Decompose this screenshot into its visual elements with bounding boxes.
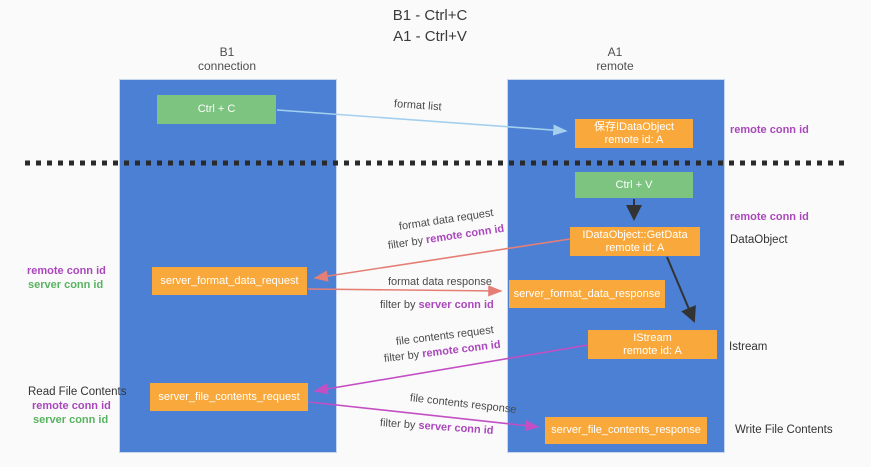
node-istream-line1: IStream [633, 331, 672, 344]
right-label-dataobject: DataObject [730, 234, 788, 246]
node-server-format-data-response: server_format_data_response [509, 280, 665, 308]
left-label-remote-conn-id-top: remote conn id [27, 265, 106, 277]
node-save-idataobject-line2: remote id: A [604, 133, 664, 146]
filter-by-text: filter by [383, 348, 420, 365]
diagram-title: B1 - Ctrl+C A1 - Ctrl+V [0, 5, 860, 47]
right-column-header: A1 remote [555, 45, 675, 73]
node-ctrl-c-label: Ctrl + C [197, 103, 236, 115]
title-line-2: A1 - Ctrl+V [393, 28, 467, 45]
node-server-file-contents-response: server_file_contents_response [545, 417, 707, 444]
node-server-file-contents-request-label: server_file_contents_request [158, 390, 300, 403]
left-column-name: B1 [219, 45, 235, 59]
node-ctrl-v-label: Ctrl + V [615, 178, 653, 191]
node-ctrl-c: Ctrl + C [157, 95, 276, 124]
edge-label-format-list: format list [393, 98, 442, 114]
node-server-file-contents-response-label: server_file_contents_response [551, 424, 701, 436]
filter-by-text: filter by [380, 299, 416, 311]
right-column-role: remote [596, 59, 634, 73]
left-column-role: connection [197, 59, 257, 73]
node-save-idataobject: 保存IDataObject remote id: A [575, 119, 693, 148]
node-istream: IStream remote id: A [588, 330, 717, 359]
edge-label-format-data-response: format data response [388, 276, 492, 288]
right-label-remote-conn-id-mid: remote conn id [730, 211, 809, 223]
node-idataobject-getdata: IDataObject::GetData remote id: A [570, 227, 700, 256]
left-column-header: B1 connection [167, 45, 287, 73]
node-server-format-data-response-label: server_format_data_response [513, 287, 661, 300]
filter-by-text: filter by [387, 234, 424, 252]
edge-label-file-contents-response: file contents response [409, 392, 518, 417]
right-column-name: A1 [607, 45, 623, 59]
title-line-1: B1 - Ctrl+C [392, 7, 468, 24]
edge-label-filter-server-1: filter by server conn id [380, 299, 494, 311]
node-server-format-data-request-label: server_format_data_request [160, 274, 299, 287]
filter-by-text: filter by [379, 417, 416, 432]
node-server-format-data-request: server_format_data_request [152, 267, 307, 295]
right-label-remote-conn-id-top: remote conn id [730, 124, 809, 136]
node-istream-line2: remote id: A [623, 344, 682, 357]
node-idataobject-getdata-line1: IDataObject::GetData [582, 228, 688, 241]
server-conn-id-key: server conn id [418, 419, 494, 437]
left-label-server-conn-id-bottom: server conn id [33, 414, 109, 426]
node-save-idataobject-line1: 保存IDataObject [593, 120, 675, 133]
left-label-read-file-contents: Read File Contents [28, 386, 127, 398]
right-label-istream: Istream [729, 341, 768, 353]
left-label-remote-conn-id-bottom: remote conn id [32, 400, 111, 412]
node-server-file-contents-request: server_file_contents_request [150, 383, 308, 411]
node-ctrl-v: Ctrl + V [575, 172, 693, 198]
right-label-write-file-contents: Write File Contents [735, 424, 833, 436]
server-conn-id-key: server conn id [418, 299, 494, 311]
node-idataobject-getdata-line2: remote id: A [605, 241, 665, 254]
left-label-server-conn-id-top: server conn id [28, 279, 104, 291]
edge-label-filter-server-2: filter by server conn id [380, 417, 494, 437]
